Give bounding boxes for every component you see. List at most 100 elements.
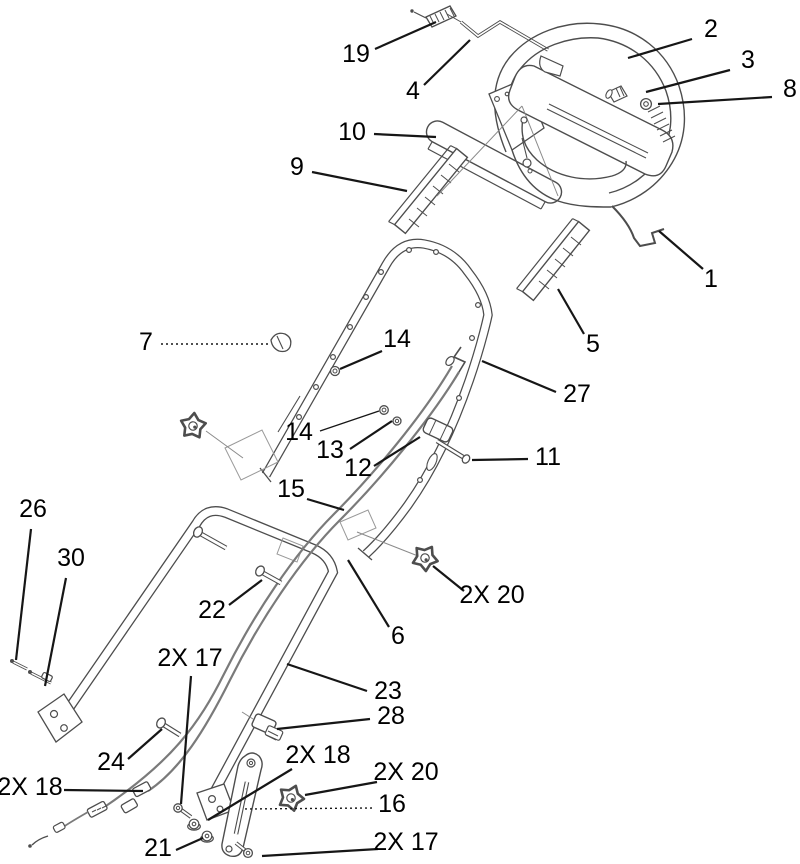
callout-leader-2X-18 xyxy=(207,768,293,821)
brake-cable-1 xyxy=(611,205,665,248)
carriage-bolts-drawing xyxy=(156,526,283,738)
callout-leader-3 xyxy=(645,68,731,94)
cable-clamp-12 xyxy=(422,417,454,443)
bolt-22 xyxy=(255,565,283,586)
callout-leader-12 xyxy=(373,436,421,467)
screw-17-upper xyxy=(173,803,193,819)
callout-leader-24 xyxy=(127,728,163,760)
washer-13 xyxy=(392,416,402,426)
bolt-24 xyxy=(156,717,182,738)
callout-label-3: 3 xyxy=(741,46,755,74)
small-fasteners-drawing xyxy=(270,332,471,464)
callout-leader-8 xyxy=(657,95,773,106)
callout-label-5: 5 xyxy=(586,330,600,358)
callout-label-21: 21 xyxy=(144,834,172,862)
callout-leader-11 xyxy=(471,457,529,462)
callout-leader-16 xyxy=(242,807,373,810)
callout-leader-14 xyxy=(319,410,380,432)
callout-leader-2X-18 xyxy=(63,788,144,793)
pin-26-drawing xyxy=(10,659,28,671)
callout-label-9: 9 xyxy=(290,153,304,181)
callout-leader-4 xyxy=(423,39,471,86)
callout-leader-5 xyxy=(557,288,585,335)
bolt-mid-left xyxy=(192,526,228,551)
bolt-11 xyxy=(435,439,471,464)
callout-label-13: 13 xyxy=(316,436,344,464)
callout-label-14: 14 xyxy=(285,418,313,446)
deflector-blade-drawing xyxy=(425,120,563,210)
callout-leader-2X-20 xyxy=(432,565,465,592)
cable-z-hook xyxy=(452,346,467,373)
callout-leader-19 xyxy=(374,20,437,51)
callout-leader-2X-20 xyxy=(304,780,378,797)
callout-label-7: 7 xyxy=(139,328,153,356)
callout-label-23: 23 xyxy=(374,677,402,705)
callout-label-2X-18: 2X 18 xyxy=(0,773,63,801)
star-knob-top xyxy=(178,409,210,442)
callout-leader-1 xyxy=(658,230,704,270)
screw-17-drawings xyxy=(173,803,254,859)
callout-leader-15 xyxy=(306,497,345,512)
washer-8 xyxy=(639,97,653,111)
callout-label-26: 26 xyxy=(19,495,47,523)
handle-grip-right-drawing xyxy=(516,218,591,302)
callout-leader-2 xyxy=(627,37,693,60)
callout-label-30: 30 xyxy=(57,544,85,572)
callout-leader-9 xyxy=(311,170,408,193)
callout-leader-13 xyxy=(349,420,393,450)
nut-14a xyxy=(329,365,341,377)
callout-label-1: 1 xyxy=(704,265,718,293)
callout-label-22: 22 xyxy=(198,596,226,624)
callout-label-4: 4 xyxy=(406,77,420,105)
callout-label-2X-20: 2X 20 xyxy=(459,581,524,609)
callout-leader-14 xyxy=(339,349,383,371)
hairpin-clip-7 xyxy=(270,332,292,353)
cable-barrel-fitting xyxy=(120,798,138,814)
callout-leader-2X-17 xyxy=(179,675,193,805)
upper-handle-drawing xyxy=(205,238,493,561)
bracket-top-screw xyxy=(246,758,256,768)
tube-slot xyxy=(426,453,438,471)
callout-label-12: 12 xyxy=(344,454,372,482)
pin-30-drawing xyxy=(28,670,53,685)
console-panel xyxy=(507,64,674,177)
callout-leader-10 xyxy=(373,132,437,139)
callout-leader-21 xyxy=(175,836,204,852)
callout-label-15: 15 xyxy=(277,475,305,503)
upper-console-assembly-drawing xyxy=(436,22,686,248)
handle-grip-left-drawing xyxy=(388,145,469,235)
callout-leader-6 xyxy=(347,559,390,628)
bail-lever xyxy=(521,117,627,180)
callout-label-28: 28 xyxy=(377,702,405,730)
callout-leader-22 xyxy=(228,579,263,606)
callout-leader-30 xyxy=(43,577,68,687)
callout-label-24: 24 xyxy=(97,748,125,776)
callout-label-14: 14 xyxy=(383,325,411,353)
cable-conduit-end xyxy=(86,800,108,818)
callout-label-2X-20: 2X 20 xyxy=(373,758,438,786)
flange-nut-18 xyxy=(187,818,201,831)
flange-nut-21 xyxy=(200,830,214,843)
lower-handle-left-end-plate xyxy=(37,693,83,743)
callout-label-10: 10 xyxy=(338,118,366,146)
cable-ferrule xyxy=(132,781,152,798)
bracket-16-drawing xyxy=(221,752,263,858)
screw-17-lower xyxy=(234,841,254,859)
callout-label-16: 16 xyxy=(378,790,406,818)
callout-label-2X-17: 2X 17 xyxy=(157,644,222,672)
callout-label-27: 27 xyxy=(563,380,591,408)
clamp-28-drawing xyxy=(241,711,284,741)
star-knob-bottom xyxy=(278,783,307,813)
callout-label-11: 11 xyxy=(535,443,561,471)
callout-leader-23 xyxy=(286,662,368,693)
callout-label-6: 6 xyxy=(391,622,405,650)
callout-leader-28 xyxy=(276,717,371,731)
callout-label-2: 2 xyxy=(704,15,718,43)
callout-label-8: 8 xyxy=(783,75,797,103)
rod-drawing xyxy=(446,13,549,52)
lower-handle-drawing xyxy=(37,506,377,821)
callout-leader-27 xyxy=(481,359,557,394)
